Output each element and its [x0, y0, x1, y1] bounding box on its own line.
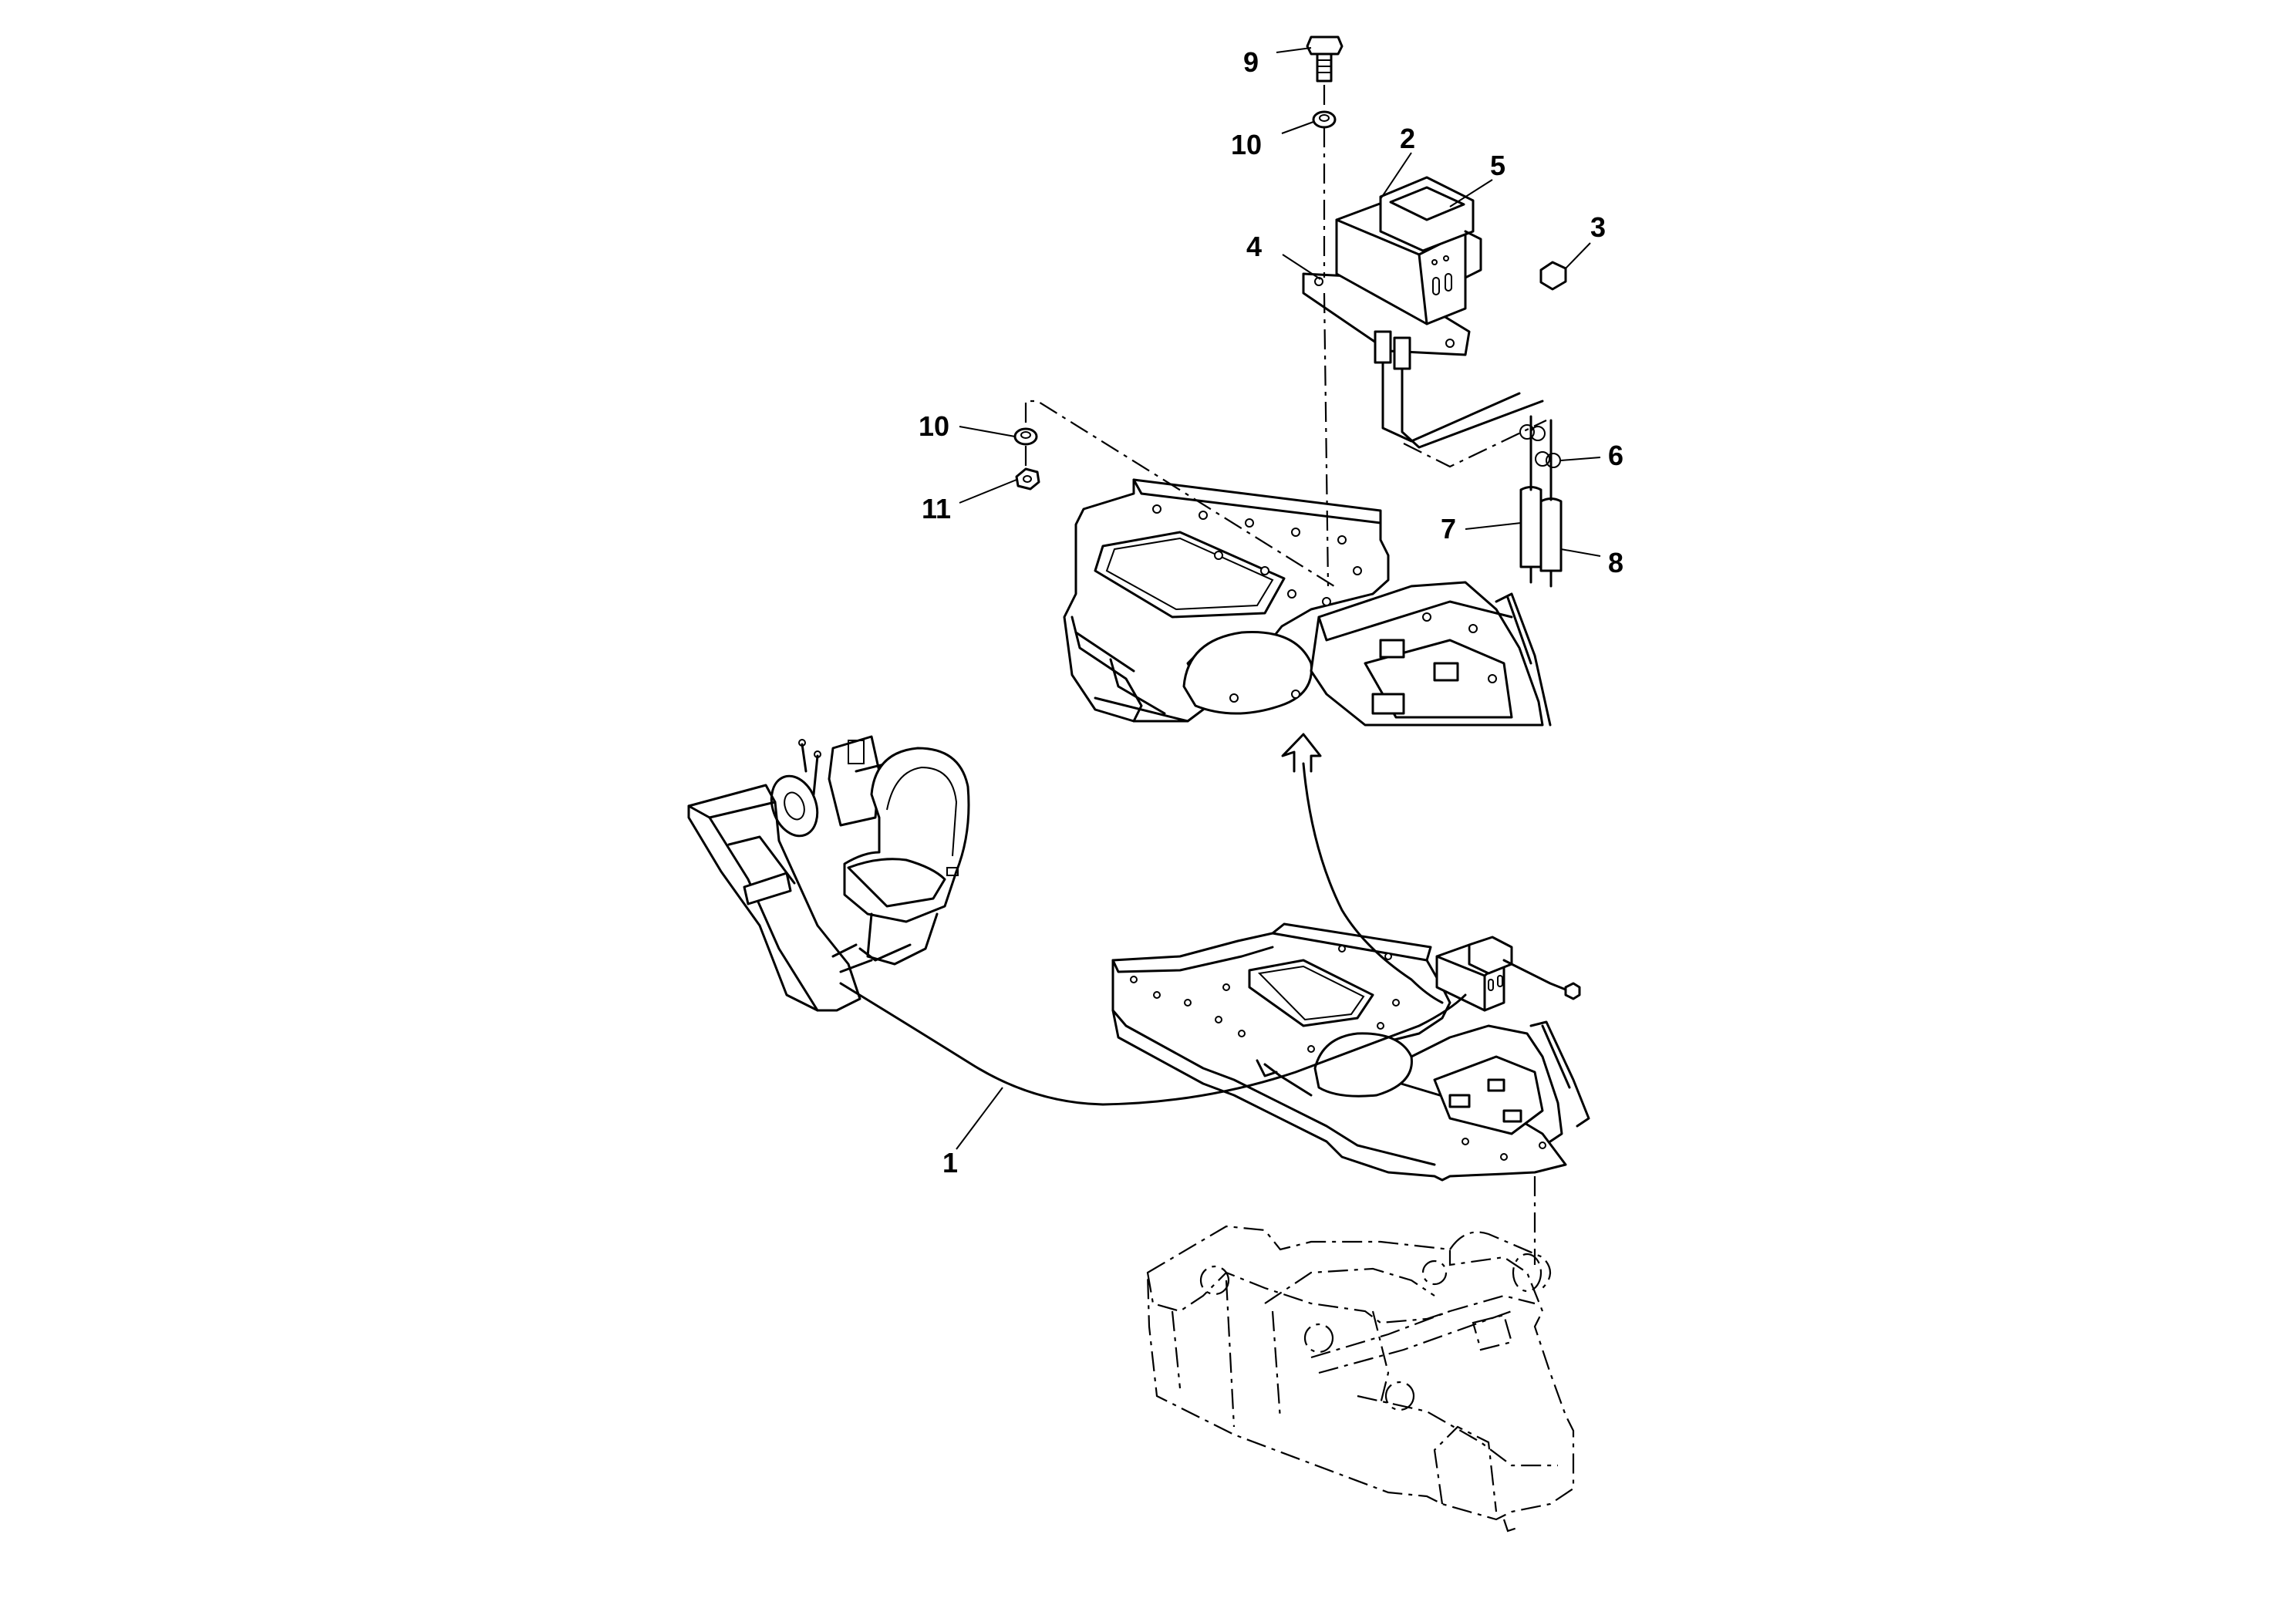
relay-box-assembly — [1302, 176, 1567, 449]
callout-8: 8 — [1608, 547, 1623, 578]
callout-2: 2 — [1400, 123, 1415, 154]
up-arrow — [1281, 733, 1322, 773]
callout-7: 7 — [1441, 513, 1456, 545]
callout-9: 9 — [1243, 46, 1259, 78]
wire-harness — [839, 762, 1467, 1106]
chassis-frame — [1146, 1176, 1575, 1533]
callout-3: 3 — [1590, 211, 1606, 243]
leader-lines — [956, 47, 1601, 1150]
floor-plate-detail — [1063, 478, 1552, 727]
callout-5: 5 — [1490, 150, 1505, 181]
operator-seat-assembly — [687, 735, 970, 1012]
callout-6: 6 — [1608, 440, 1623, 471]
callout-10-top: 10 — [1231, 129, 1262, 160]
hardware-items — [1013, 35, 1563, 588]
callout-labels: 1 2 3 4 5 6 7 8 9 10 10 11 — [919, 46, 1623, 1179]
callout-10-left: 10 — [919, 410, 949, 442]
callout-1: 1 — [942, 1147, 958, 1179]
assembly-lines-top — [1024, 85, 1547, 587]
callout-4: 4 — [1246, 231, 1262, 262]
callout-11: 11 — [922, 493, 951, 524]
